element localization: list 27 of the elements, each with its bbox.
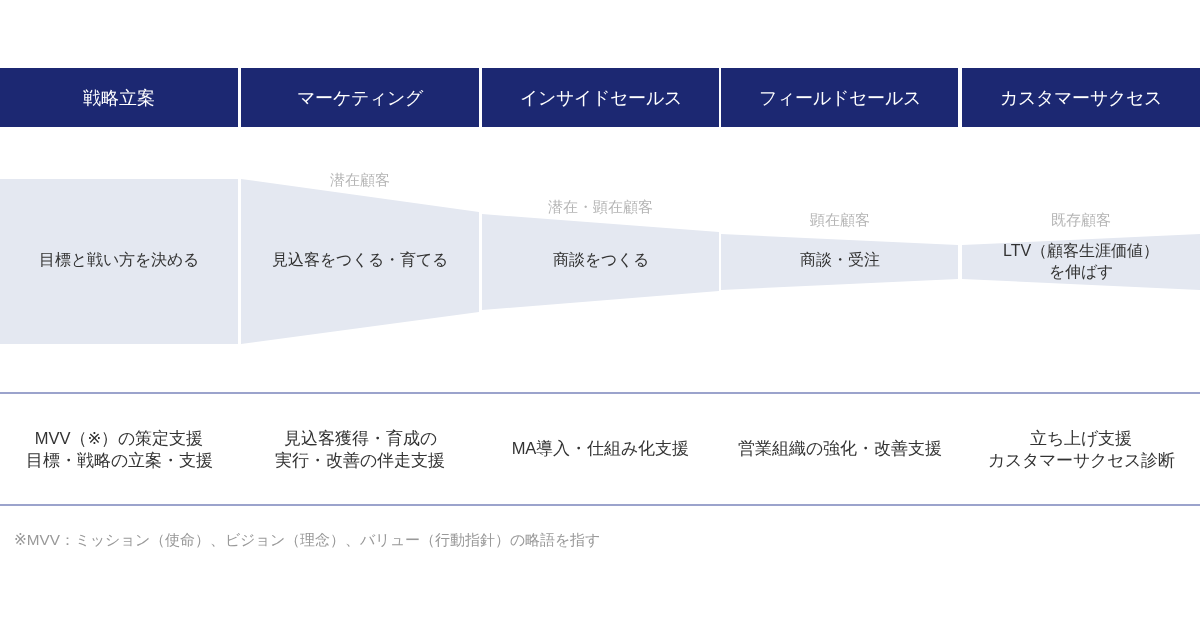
- support-text: 目標・戦略の立案・支援: [25, 450, 213, 471]
- stage-title: インサイドセールス: [519, 86, 682, 109]
- customer-type-label: 潜在顧客: [330, 171, 390, 189]
- stage-header: [721, 68, 958, 127]
- stage-title: カスタマーサクセス: [1000, 86, 1162, 109]
- stage-header: [962, 68, 1200, 127]
- stage-title: フィールドセールス: [758, 86, 921, 109]
- support-text: 見込客獲得・育成の実行・改善の伴走支援: [275, 428, 445, 471]
- footnote: ※MVV：ミッション（使命）、ビジョン（理念）、バリュー（行動指針）の略語を指す: [14, 530, 600, 550]
- stage-title: マーケティング: [297, 86, 423, 109]
- support-text: 営業組織の強化・改善支援: [737, 438, 942, 459]
- support-text: MVV（※）の策定支援: [34, 428, 204, 449]
- customer-type-label: 既存顧客: [1051, 211, 1111, 229]
- stage-header: [482, 68, 719, 127]
- stage-goal-text: 商談・受注: [799, 249, 880, 270]
- support-text: MA導入・仕組み化支援: [511, 438, 690, 459]
- support-text: 立ち上げ支援: [1030, 428, 1132, 449]
- stage-header: [241, 68, 479, 127]
- stage-goal-text: 見込客をつくる・育てる: [272, 249, 448, 270]
- stage-title: 戦略立案: [83, 86, 155, 109]
- stage-goal-text: LTV（顧客生涯価値）を伸ばす: [1002, 241, 1160, 282]
- stage-header: [0, 68, 238, 127]
- customer-type-label: 潜在・顕在顧客: [548, 198, 653, 216]
- stage-goal-text: 商談をつくる: [552, 249, 649, 270]
- customer-type-label: 顕在顧客: [809, 211, 870, 229]
- support-text: カスタマーサクセス診断: [987, 450, 1175, 471]
- stage-goal-text: 目標と戦い方を決める: [39, 249, 199, 270]
